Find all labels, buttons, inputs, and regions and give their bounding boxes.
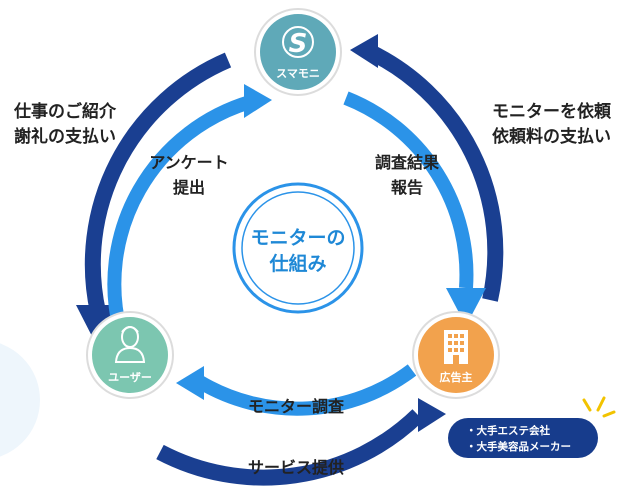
center-circle: モニターの 仕組み [232,182,364,314]
inner-arc-left [107,95,253,332]
outer-label-right-line1: モニターを依頼 [492,101,612,122]
woman-silhouette-icon [114,326,146,363]
inner-arrowhead-bottom [176,366,204,400]
outer-arc-bottom [156,409,424,486]
outer-label-left-line2: 謝礼の支払い [14,126,116,147]
outer-label-right-line2: 依頼料の支払い [492,126,611,147]
outer-ring [84,42,504,486]
inner-arrowhead-right [446,288,486,326]
inner-label-bottom: モニター調査 [248,397,344,416]
sparkle-icon [582,396,616,418]
center-title-line2: 仕組み [268,252,326,275]
advertiser-note-item-2: ・大手美容品メーカー [466,440,571,453]
smamoni-logo-icon [282,26,314,58]
background-decoration [0,343,40,457]
user-label: ユーザー [108,371,152,384]
outer-arrowhead-bottom [418,398,446,432]
inner-arrowhead-left [244,84,272,118]
building-icon [444,330,468,364]
inner-label-left-line2: 提出 [173,178,205,197]
node-advertiser: 広告主 [412,311,500,399]
advertiser-label: 広告主 [440,370,473,384]
outer-arrowhead-right [350,34,378,68]
inner-label-left-line1: アンケート [149,153,228,172]
outer-arc-left [84,52,232,314]
inner-arc-bottom [196,364,417,416]
advertiser-note-item-1: ・大手エステ会社 [466,424,550,437]
outer-label-left-line1: 仕事のご紹介 [13,101,117,122]
node-smamoni: S スマモニ [254,8,342,96]
inner-arc-right [343,91,474,289]
smamoni-label: スマモニ [276,67,320,80]
inner-arrowheads [176,84,486,400]
advertiser-note: ・大手エステ会社 ・大手美容品メーカー [448,418,598,458]
center-title-line1: モニターの [250,227,345,249]
smamoni-logo-text: S [289,29,308,59]
inner-ring [107,91,474,416]
outer-label-bottom: サービス提供 [248,458,344,477]
node-user: ユーザー [86,311,174,399]
inner-label-right-line2: 報告 [391,178,423,197]
outer-arc-right [362,42,504,302]
inner-label-right-line1: 調査結果 [375,153,439,172]
